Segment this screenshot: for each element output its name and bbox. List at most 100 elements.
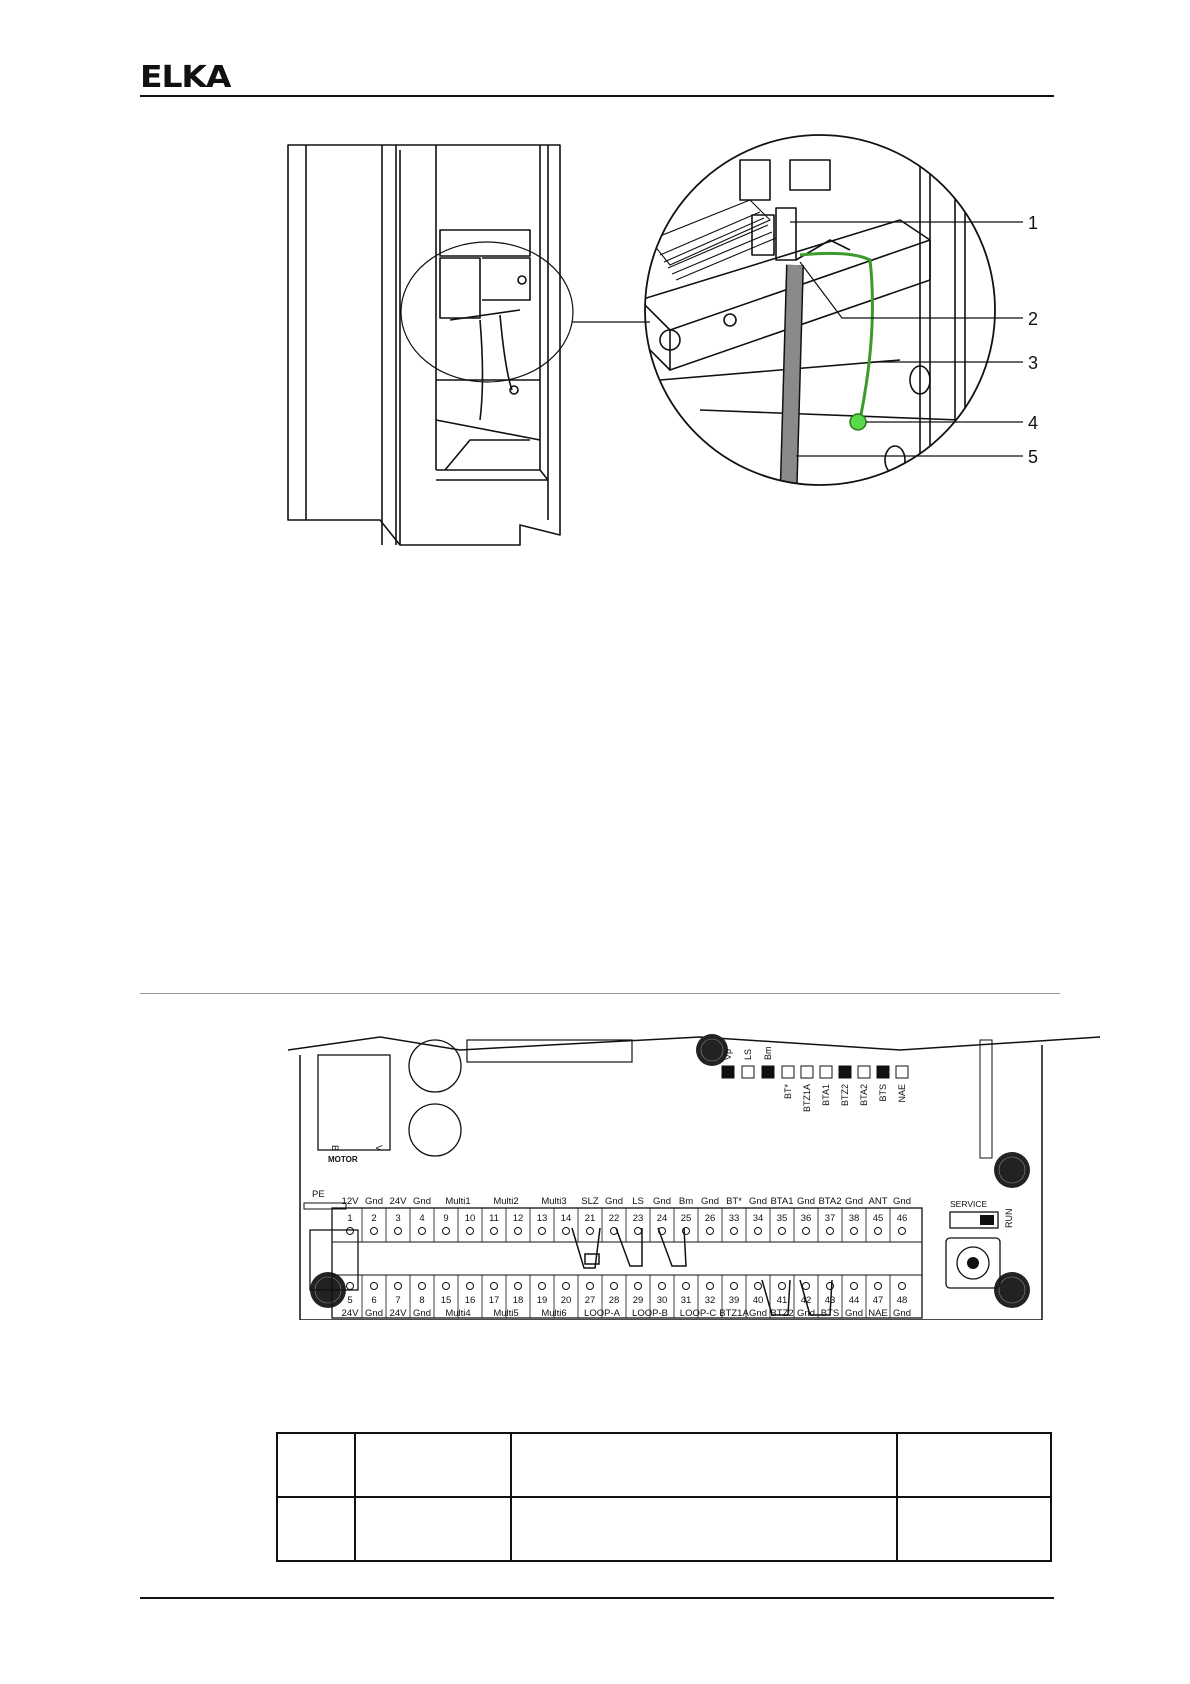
terminal-label: Gnd <box>701 1196 719 1207</box>
terminal-number: 37 <box>825 1213 836 1224</box>
terminal-label: BTZ2 <box>770 1308 793 1319</box>
terminal-number: 31 <box>681 1295 692 1306</box>
led-label: Bm <box>763 1047 773 1061</box>
service-switch <box>949 1211 999 1229</box>
terminal-number: 4 <box>419 1213 424 1224</box>
status-led <box>857 1065 871 1079</box>
terminal-number: 45 <box>873 1213 884 1224</box>
motor-terminal-b: B <box>330 1145 340 1151</box>
terminal-screw <box>850 1282 858 1290</box>
terminal-label: 24V <box>390 1196 408 1207</box>
status-led <box>876 1065 890 1079</box>
terminal-label: BTZ1A <box>719 1308 749 1319</box>
terminal-number: 5 <box>347 1295 352 1306</box>
led-label: LS <box>743 1049 753 1060</box>
terminal-screw <box>586 1227 594 1235</box>
terminal-number: 27 <box>585 1295 596 1306</box>
terminal-label: Multi3 <box>541 1196 566 1207</box>
terminal-label: Gnd <box>413 1196 431 1207</box>
terminal-number: 9 <box>443 1213 448 1224</box>
footer-rule <box>140 1597 1054 1599</box>
terminal-screw <box>514 1282 522 1290</box>
terminal-screw <box>442 1227 450 1235</box>
terminal-number: 23 <box>633 1213 644 1224</box>
led-label: NAE <box>897 1084 907 1103</box>
table-row <box>276 1496 1052 1562</box>
terminal-label: NAE <box>868 1308 888 1319</box>
terminal-number: 13 <box>537 1213 548 1224</box>
terminal-number: 7 <box>395 1295 400 1306</box>
terminal-number: 20 <box>561 1295 572 1306</box>
terminal-label: 12V <box>342 1196 360 1207</box>
terminal-number: 48 <box>897 1295 908 1306</box>
terminal-label: Multi2 <box>493 1196 518 1207</box>
terminal-screw <box>634 1227 642 1235</box>
callout-1: 1 <box>1028 213 1038 233</box>
table-cell <box>510 1432 898 1498</box>
terminal-label: Gnd <box>893 1196 911 1207</box>
table-cell <box>276 1496 356 1562</box>
terminal-label: Gnd <box>605 1196 623 1207</box>
terminal-screw <box>442 1282 450 1290</box>
terminal-screw <box>610 1282 618 1290</box>
terminal-number: 18 <box>513 1295 524 1306</box>
terminal-screw <box>850 1227 858 1235</box>
terminal-screw <box>490 1227 498 1235</box>
terminal-screw <box>826 1282 834 1290</box>
terminal-label: Gnd <box>365 1196 383 1207</box>
header-rule <box>140 95 1054 97</box>
terminal-number: 46 <box>897 1213 908 1224</box>
terminal-label: LOOP-B <box>632 1308 668 1319</box>
terminal-screw <box>802 1282 810 1290</box>
terminal-number: 14 <box>561 1213 572 1224</box>
terminal-number: 1 <box>347 1213 352 1224</box>
terminal-number: 22 <box>609 1213 620 1224</box>
terminal-screw <box>874 1227 882 1235</box>
terminal-label: Gnd <box>893 1308 911 1319</box>
callout-5: 5 <box>1028 447 1038 467</box>
terminal-number: 8 <box>419 1295 424 1306</box>
terminal-number: 24 <box>657 1213 668 1224</box>
terminal-screw <box>514 1227 522 1235</box>
terminal-number: 16 <box>465 1295 476 1306</box>
terminal-screw <box>418 1227 426 1235</box>
terminal-label: LS <box>632 1196 644 1207</box>
terminal-screw <box>370 1282 378 1290</box>
green-wire <box>799 251 874 421</box>
terminal-number: 25 <box>681 1213 692 1224</box>
terminal-screw <box>730 1227 738 1235</box>
status-led <box>741 1065 755 1079</box>
terminal-label: 24V <box>390 1308 408 1319</box>
terminal-screw <box>682 1227 690 1235</box>
green-led <box>849 413 867 431</box>
terminal-screw <box>658 1282 666 1290</box>
terminal-screw <box>562 1282 570 1290</box>
terminal-number: 43 <box>825 1295 836 1306</box>
terminal-screw <box>634 1282 642 1290</box>
table-cell <box>510 1496 898 1562</box>
terminal-label: Gnd <box>653 1196 671 1207</box>
terminal-screw <box>418 1282 426 1290</box>
terminal-number: 15 <box>441 1295 452 1306</box>
service-label: SERVICE <box>950 1199 987 1209</box>
terminal-screw <box>898 1227 906 1235</box>
terminal-label: Gnd <box>797 1196 815 1207</box>
callout-2: 2 <box>1028 309 1038 329</box>
terminal-number: 3 <box>395 1213 400 1224</box>
led-label: Vp <box>723 1049 733 1060</box>
callout-4: 4 <box>1028 413 1038 433</box>
loop-jumpers <box>571 1227 833 1316</box>
pe-label: PE <box>312 1189 325 1200</box>
terminal-screw <box>706 1227 714 1235</box>
terminal-number: 39 <box>729 1295 740 1306</box>
terminal-label: Multi6 <box>541 1308 566 1319</box>
elka-logo: ELKA <box>140 60 231 95</box>
run-label: RUN <box>1004 1209 1014 1229</box>
terminal-number: 28 <box>609 1295 620 1306</box>
terminal-screw <box>370 1227 378 1235</box>
terminal-number: 44 <box>849 1295 860 1306</box>
terminal-number: 32 <box>705 1295 716 1306</box>
terminal-screw <box>586 1282 594 1290</box>
terminal-screw <box>826 1227 834 1235</box>
